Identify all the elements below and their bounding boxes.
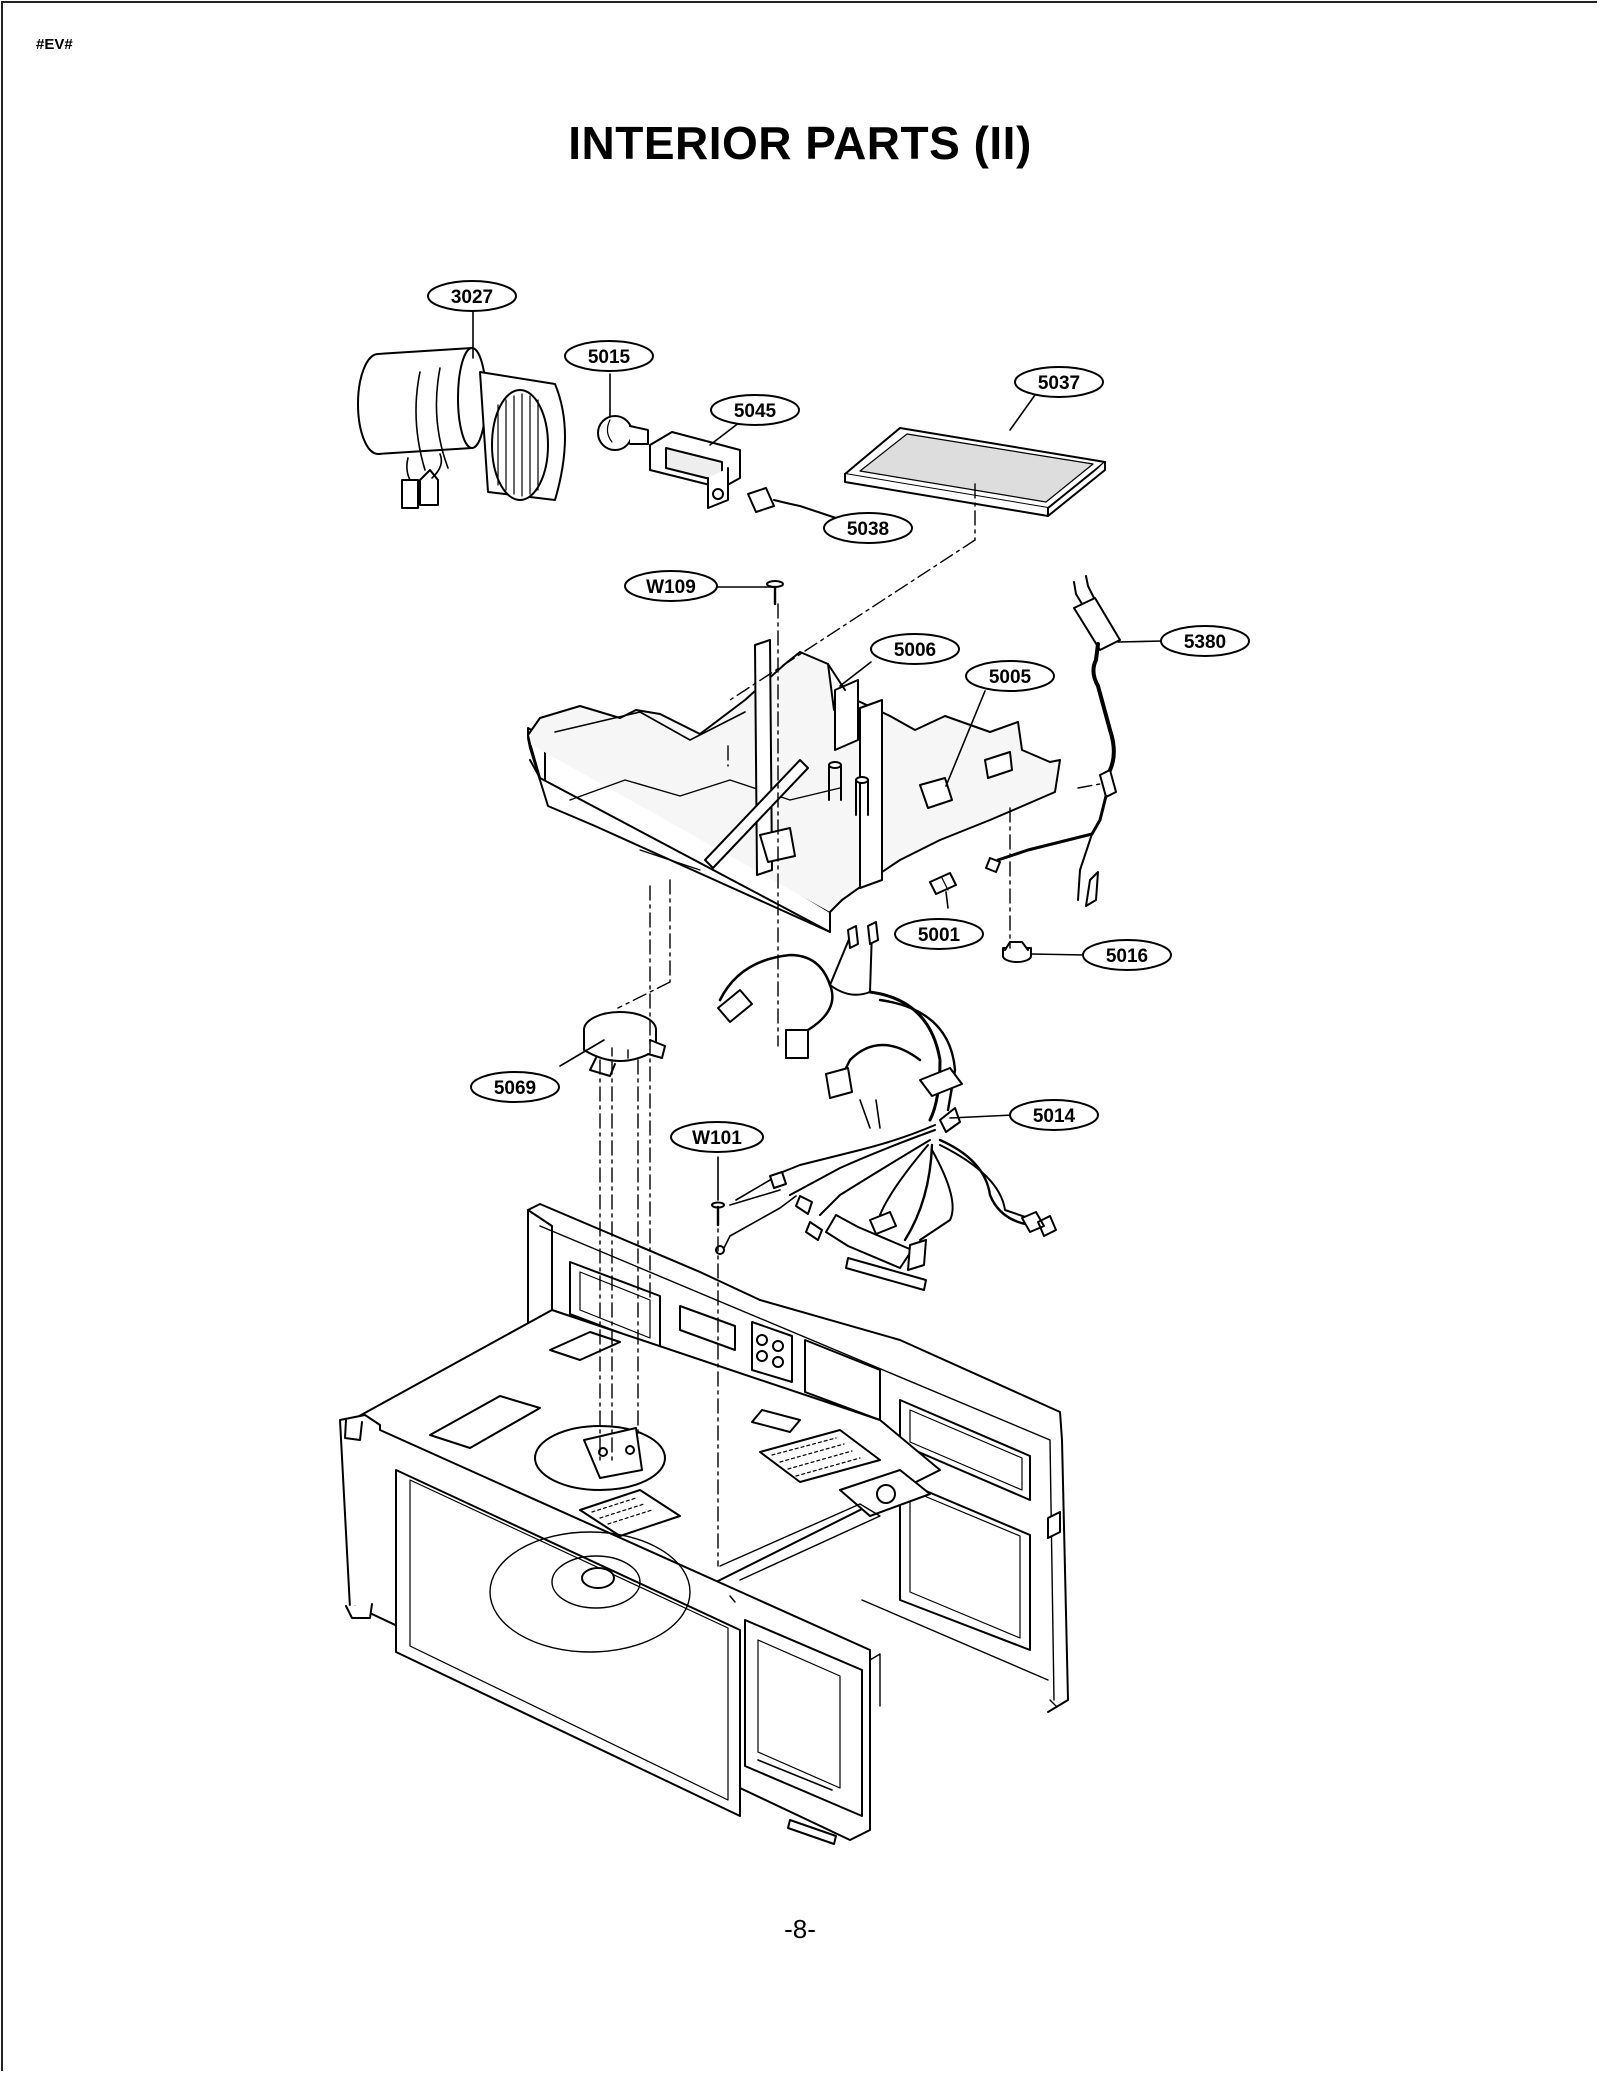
- callout-5038: 5038: [823, 512, 913, 544]
- svg-text:5045: 5045: [734, 401, 777, 422]
- turntable-motor-part: [583, 1011, 666, 1077]
- callout-w101: W101: [670, 1121, 764, 1153]
- svg-text:5015: 5015: [588, 347, 631, 368]
- thermostat-part: [1002, 941, 1032, 963]
- svg-text:5016: 5016: [1106, 946, 1148, 967]
- svg-text:W109: W109: [646, 577, 696, 598]
- wire-harness-part: [717, 921, 1057, 1291]
- svg-text:5006: 5006: [894, 640, 936, 661]
- callout-5014: 5014: [1009, 1099, 1099, 1131]
- svg-text:5380: 5380: [1184, 632, 1226, 653]
- svg-text:5005: 5005: [989, 667, 1032, 688]
- callout-5016: 5016: [1082, 939, 1172, 971]
- assembly-guide-lines: [599, 483, 1101, 1567]
- part-callouts: 3027 5015 5045 5037 5038 W109: [427, 280, 1250, 1153]
- callout-5006: 5006: [870, 633, 960, 665]
- grease-filter-part: [844, 427, 1106, 517]
- lamp-holder-part: [649, 431, 741, 509]
- callout-5380: 5380: [1160, 625, 1250, 657]
- page-title: INTERIOR PARTS (II): [568, 117, 1032, 169]
- svg-text:5001: 5001: [918, 925, 961, 946]
- lamp-connector-part: [747, 487, 843, 521]
- screw-w109-part: [766, 580, 784, 606]
- air-guide-duct-part: [527, 639, 1061, 933]
- callout-3027: 3027: [427, 280, 517, 312]
- callout-5069: 5069: [470, 1071, 560, 1103]
- doc-code: #EV#: [36, 36, 73, 53]
- label-leader-lines: [472, 309, 1164, 1201]
- callout-5005: 5005: [965, 660, 1055, 692]
- fuse-part: [929, 872, 957, 895]
- page-number: -8-: [784, 1914, 816, 1944]
- blower-fan-part: [357, 347, 566, 509]
- svg-text:5037: 5037: [1038, 373, 1080, 394]
- power-cord-part: [985, 575, 1121, 907]
- callout-5015: 5015: [564, 340, 654, 372]
- svg-text:5014: 5014: [1033, 1106, 1076, 1127]
- callout-5045: 5045: [710, 394, 800, 426]
- callout-w109: W109: [624, 570, 718, 602]
- lamp-bulb-part: [597, 415, 649, 451]
- oven-cavity-frame-part: [339, 1203, 1069, 1845]
- callout-5037: 5037: [1014, 366, 1104, 398]
- svg-text:3027: 3027: [451, 287, 493, 308]
- callout-5001: 5001: [894, 918, 984, 950]
- svg-text:5038: 5038: [847, 519, 889, 540]
- svg-text:W101: W101: [692, 1128, 742, 1149]
- svg-text:5069: 5069: [494, 1078, 536, 1099]
